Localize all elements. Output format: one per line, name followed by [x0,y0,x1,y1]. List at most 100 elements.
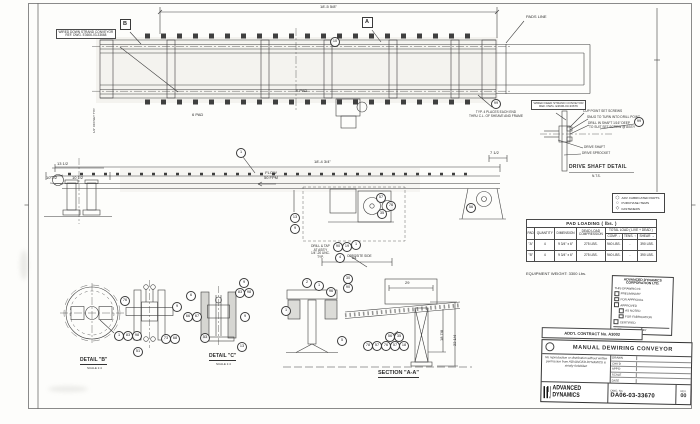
offset-note: 1/2" OFFSET TYP. [92,108,96,133]
scan-smudge [20,250,28,280]
detail-c-scale: SCALE 1:4 [216,361,231,366]
part-balloon: 98 [132,331,142,341]
part-balloon: 76 [120,296,130,306]
part-balloon: 35 [394,332,404,342]
part-balloon: 57 [376,193,386,203]
dimension-label: 6 PAD [192,112,204,117]
title-block: ADD'L CONTRACT No. A3002 MANUAL DEWIRING… [540,327,693,406]
checkbox-icon [614,296,620,302]
drive-shaft-detail-scale: N.T.S. [592,173,601,178]
part-balloon: 18 [399,341,409,351]
pad-table-cell: 9 3/4" x 6" [554,238,578,251]
revision-number: 00 [680,393,687,400]
callout-drill-shaft: DRILL IN SHAFT 1/16" DEEP [588,120,631,125]
col-dimension: DIMENSION [554,227,578,240]
note-wired-feed-conveyor: WIRED FEED STRAND CONVEYOR REF. DWG. E36… [531,100,587,110]
dimension-label: 13 1/2 [57,161,69,166]
flow-label: FLOW 50 FPM [264,170,279,180]
col-dead-load: DEAD LOAD COMPRESSION [576,227,606,240]
callout-snug-turn: SNUG TO TURN INTO DRILL POINT [587,115,640,119]
callout-cup-point: CUP POINT SET SCREWS [583,109,623,113]
note-wired-down-conveyor: WIRED DOWN STRAND CONVEYOR REF. DWG. E36… [56,29,116,40]
section-aa-view [283,278,472,368]
stamp-item-label: APPROVED [620,302,638,308]
detail-b-view [60,283,124,343]
pad-table-cell: "B" [525,249,536,263]
part-balloon: 4 [335,253,345,263]
stamp-item-label: FOR FABRICATION [624,314,652,320]
pads-line-label: PADS LINE [526,14,547,19]
part-balloon: 6 [186,291,196,301]
title-block-field-value [637,364,691,365]
pad-table-cell: - [621,238,639,251]
detail-c-title: DETAIL "C" [209,353,237,362]
title-block-field-value [637,381,691,382]
revision-balloon-icon [545,342,555,352]
part-balloon: 1 [351,240,361,250]
legend-item-purchase: ○ PURCHASE ITEMS [616,199,650,206]
part-balloon: 1 [314,281,324,291]
title-block-middle: No reproduction or distribution without … [541,354,692,386]
scan-smudge [48,386,88,392]
pad-table-cell: 940 LBS. [604,249,623,263]
pad-table-cell: 275 LBS. [576,249,606,263]
part-balloon: 9 [172,302,182,312]
approval-stamp-box: ADVANCED DYNAMICS CORPORATION LTD. THIS … [610,275,674,337]
col-quantity: QUANTITY [534,227,556,240]
note-typ-4-places: TYP. 4 PLACES EACH END THRU C.L. OF SHEA… [469,110,523,118]
part-balloon: 67 [192,312,202,322]
view-flag-balloon: B [119,18,131,30]
equipment-weight-note: EQUIPMENT WEIGHT: 3300 Lbs. [526,271,587,276]
part-balloon: 51 [133,347,143,357]
stamp-item: CERTIFIED [613,319,669,326]
circle-icon: ○ [616,199,619,205]
stamp-item-label: CERTIFIED [619,319,636,325]
pad-table-cell: 275 LBS. [576,238,606,251]
stamp-item-label: FOR APPROVAL [620,297,644,302]
title-block-main: MANUAL DEWIRING CONVEYOR No reproduction… [540,339,693,406]
dimension-label: 10 1/2 [46,175,58,180]
part-balloon: 56 [466,203,476,213]
checkbox-icon [618,308,624,314]
revision-cell: REV. 00 [675,384,691,405]
view-flag-balloon: A [361,16,373,28]
dimension-label: 18 7/8 [439,329,444,341]
plan-view [92,7,660,192]
checkbox-icon [613,302,619,308]
callout-suit-screw: TO SUIT SET SCREW @ ASS'Y [589,125,636,129]
part-balloon: 98 [244,288,254,298]
pad-table-cell: 390 LBS. [637,249,657,263]
dimension-label: 18'-4 3/4" [314,159,331,164]
logo-bars-icon [543,385,551,398]
contract-number: ADD'L CONTRACT No. A3002 [541,327,643,341]
symbol-legend: ⬡ ADV. FABRICATED PARTS ○ PURCHASE ITEMS… [612,193,665,214]
stamp-item-label: PRELIMINARY [620,291,642,297]
title-block-bottom: ADVANCED DYNAMICS DWG. No. DA06-03-33670… [541,382,691,405]
part-balloon: 99 [491,99,501,109]
pad-loading-table: PAD LOADING ( lbs. ) PAD QUANTITY DIMENS… [525,218,658,263]
checkbox-icon [614,290,620,296]
title-block-field-label: APP'D [610,367,637,372]
title-block-field-label: DRAWN [611,355,638,361]
diamond-icon: ◇ [615,205,620,211]
pad-table-cell: 4 [534,238,556,251]
pad-table-cell: 940 LBS. [604,238,623,251]
pad-table-cell: "A" [525,238,536,251]
pad-table-cell: 9 3/4" x 6" [554,249,578,263]
title-block-field-value [637,375,691,376]
part-balloon: 1 [281,306,291,316]
drawing-number-cell: DWG. No. DA06-03-33670 [608,384,675,404]
note-opposite-side: OPPOSITE SIDE [347,254,372,258]
part-balloon: 90 [343,283,353,293]
part-balloon: 13 [290,213,300,223]
dimension-label: 18'-5 5/8" [320,4,337,9]
sheet-border [24,3,696,409]
title-block-field-label: CHK'D [611,361,638,367]
callout-drive-sprocket: DRIVE SPROCKET [582,151,611,155]
dimension-label: 24 [352,255,357,260]
part-balloon: 10 [330,37,340,47]
drawing-title: MANUAL DEWIRING CONVEYOR [572,344,673,353]
